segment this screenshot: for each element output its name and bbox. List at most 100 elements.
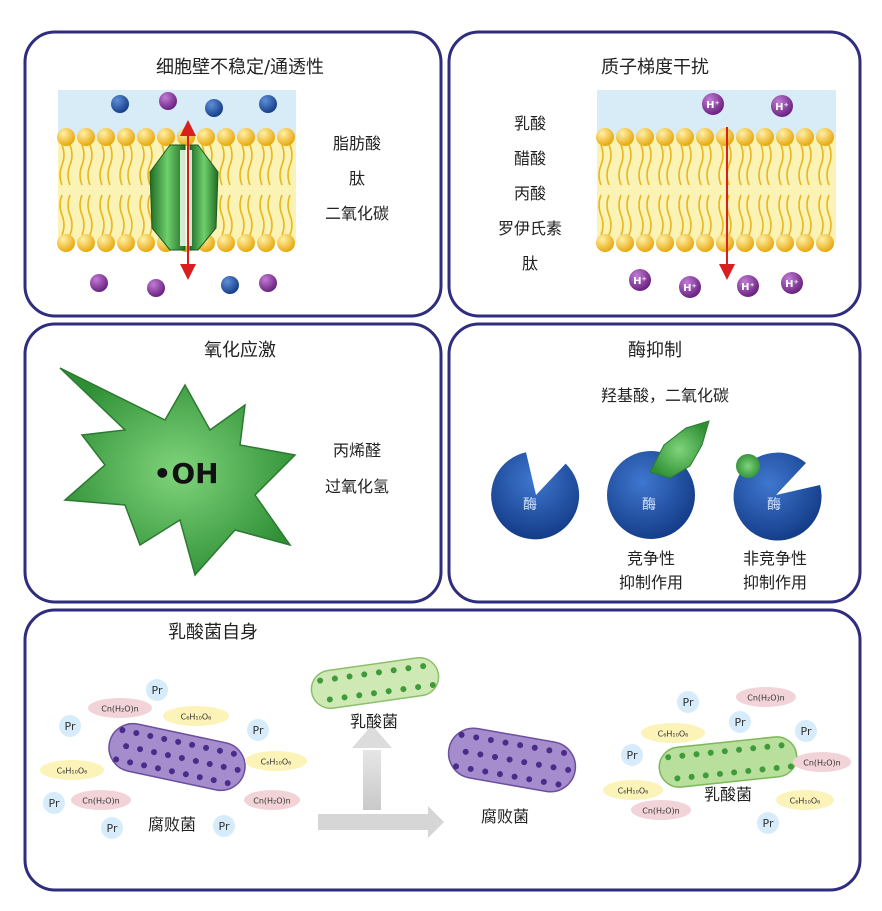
agent-label: 丙酸 (514, 184, 546, 203)
svg-text:C₆H₁₀O₆: C₆H₁₀O₆ (181, 713, 212, 722)
lab-bacterium (658, 736, 798, 788)
svg-text:抑制作用: 抑制作用 (743, 573, 807, 592)
svg-text:Pr: Pr (683, 696, 694, 709)
svg-text:非竞争性: 非竞争性 (743, 549, 807, 568)
proton-ion: H⁺ (629, 269, 651, 291)
nutrient-molecule: C₆H₁₀O₆ (163, 706, 229, 726)
svg-text:Pr: Pr (627, 749, 638, 762)
agent-label: 二氧化碳 (325, 204, 389, 223)
nutrient-molecule: C₆H₁₀O₆ (776, 790, 834, 810)
svg-text:Pr: Pr (801, 725, 812, 738)
protein-molecule: Pr (677, 691, 699, 713)
svg-text:H⁺: H⁺ (633, 276, 647, 287)
enzyme-agents: 羟基酸，二氧化碳 (601, 386, 729, 405)
nutrient-molecule: C₆H₁₀O₆ (641, 723, 705, 743)
protein-molecule: Pr (146, 679, 168, 701)
svg-text:Pr: Pr (152, 684, 163, 697)
lab-label: 乳酸菌 (350, 712, 398, 731)
svg-text:Cn(H₂O)n: Cn(H₂O)n (642, 807, 680, 816)
protein-molecule: Pr (101, 817, 123, 839)
proton-ion: H⁺ (679, 276, 701, 298)
panel-oxidative: 氧化应激 •OH 丙烯醛 过氧化氢 (59, 340, 389, 577)
agent-label: 丙烯醛 (333, 441, 381, 460)
panel-cell-wall-title: 细胞壁不稳定/通透性 (156, 57, 324, 78)
ions (90, 92, 277, 297)
agent-label: 醋酸 (514, 149, 546, 168)
svg-text:酶: 酶 (767, 497, 781, 513)
cell-wall-agents: 脂肪酸 肽 二氧化碳 (325, 134, 389, 223)
purple-ion (147, 279, 165, 297)
nutrient-molecule: C₆H₁₀O₆ (603, 780, 663, 800)
panel-enzyme-title: 酶抑制 (628, 340, 682, 361)
cell-membrane (596, 90, 836, 300)
radical-label: •OH (153, 457, 218, 490)
panel-lab-self-title: 乳酸菌自身 (168, 622, 258, 643)
svg-text:H⁺: H⁺ (785, 279, 799, 290)
agent-label: 肽 (522, 254, 538, 273)
svg-text:Cn(H₂O)n: Cn(H₂O)n (803, 759, 841, 768)
svg-text:酶: 酶 (642, 497, 656, 513)
protein-molecule: Pr (621, 744, 643, 766)
proton-ion: H⁺ (781, 272, 803, 294)
protein-molecule: Pr (247, 719, 269, 741)
svg-text:酶: 酶 (523, 497, 537, 513)
svg-text:C₆H₁₀O₆: C₆H₁₀O₆ (790, 797, 821, 806)
svg-text:H⁺: H⁺ (683, 283, 697, 294)
svg-text:Cn(H₂O)n: Cn(H₂O)n (82, 797, 120, 806)
lab-bacterium (310, 656, 440, 710)
svg-text:H⁺: H⁺ (741, 282, 755, 293)
proton-ion: H⁺ (737, 275, 759, 297)
agent-label: 过氧化氢 (325, 477, 389, 496)
panel-proton-title: 质子梯度干扰 (601, 57, 709, 78)
panel-oxidative-title: 氧化应激 (204, 340, 276, 361)
svg-text:Cn(H₂O)n: Cn(H₂O)n (101, 705, 139, 714)
panel-lab-self-border (23, 608, 862, 892)
svg-text:Pr: Pr (253, 724, 264, 737)
svg-text:Pr: Pr (763, 817, 774, 830)
noncompetitive-label: 非竞争性 抑制作用 (743, 549, 807, 592)
nutrient-molecule: Cn(H₂O)n (88, 698, 152, 718)
protein-molecule: Pr (795, 720, 817, 742)
svg-text:C₆H₁₀O₆: C₆H₁₀O₆ (618, 787, 649, 796)
svg-text:Pr: Pr (49, 797, 60, 810)
svg-text:C₆H₁₀O₆: C₆H₁₀O₆ (261, 758, 292, 767)
nutrient-molecule: Cn(H₂O)n (793, 752, 851, 772)
svg-text:Cn(H₂O)n: Cn(H₂O)n (747, 694, 785, 703)
blue-ion (205, 99, 223, 117)
panel-enzyme: 酶抑制 羟基酸，二氧化碳 酶 酶 竞争性 抑制作用 酶 非竞争性 抑制作用 (491, 340, 822, 592)
panel-proton: 质子梯度干扰 乳酸 醋酸 丙酸 罗伊氏素 肽 H⁺ H⁺ H⁺ (498, 57, 836, 300)
spoilage-bacterium (447, 727, 577, 793)
svg-text:C₆H₁₀O₆: C₆H₁₀O₆ (658, 730, 689, 739)
competitive-inhibitor-icon (649, 420, 710, 479)
spoilage-label: 腐败菌 (148, 815, 196, 834)
svg-text:Cn(H₂O)n: Cn(H₂O)n (253, 797, 291, 806)
blue-ion (259, 95, 277, 113)
agent-label: 肽 (349, 169, 365, 188)
svg-text:Pr: Pr (219, 820, 230, 833)
competitive-label: 竞争性 抑制作用 (619, 549, 683, 592)
proton-ion: H⁺ (702, 93, 724, 115)
noncompetitive-inhibitor-icon (736, 454, 760, 478)
svg-text:H⁺: H⁺ (706, 100, 720, 111)
proton-ion: H⁺ (771, 95, 793, 117)
protein-molecule: Pr (59, 715, 81, 737)
pore-channel (149, 120, 219, 280)
svg-text:抑制作用: 抑制作用 (619, 573, 683, 592)
radical-burst-icon (59, 367, 297, 577)
svg-text:Pr: Pr (735, 716, 746, 729)
nutrient-molecule: Cn(H₂O)n (736, 687, 796, 707)
nutrient-molecule: Cn(H₂O)n (71, 790, 131, 810)
proton-ions: H⁺ H⁺ H⁺ H⁺ H⁺ H⁺ (629, 93, 803, 298)
protein-molecule: Pr (43, 792, 65, 814)
svg-text:Pr: Pr (65, 720, 76, 733)
protein-molecule: Pr (757, 812, 779, 834)
agent-label: 乳酸 (514, 114, 546, 133)
nutrient-molecule: C₆H₁₀O₆ (40, 760, 104, 780)
process-arrows (318, 725, 444, 838)
purple-ion (259, 274, 277, 292)
blue-ion (111, 95, 129, 113)
enzyme-free: 酶 (491, 452, 580, 540)
proton-agents: 乳酸 醋酸 丙酸 罗伊氏素 肽 (498, 114, 562, 273)
panel-cell-wall: 细胞壁不稳定/通透性 脂肪酸 肽 二氧化碳 (57, 57, 389, 300)
